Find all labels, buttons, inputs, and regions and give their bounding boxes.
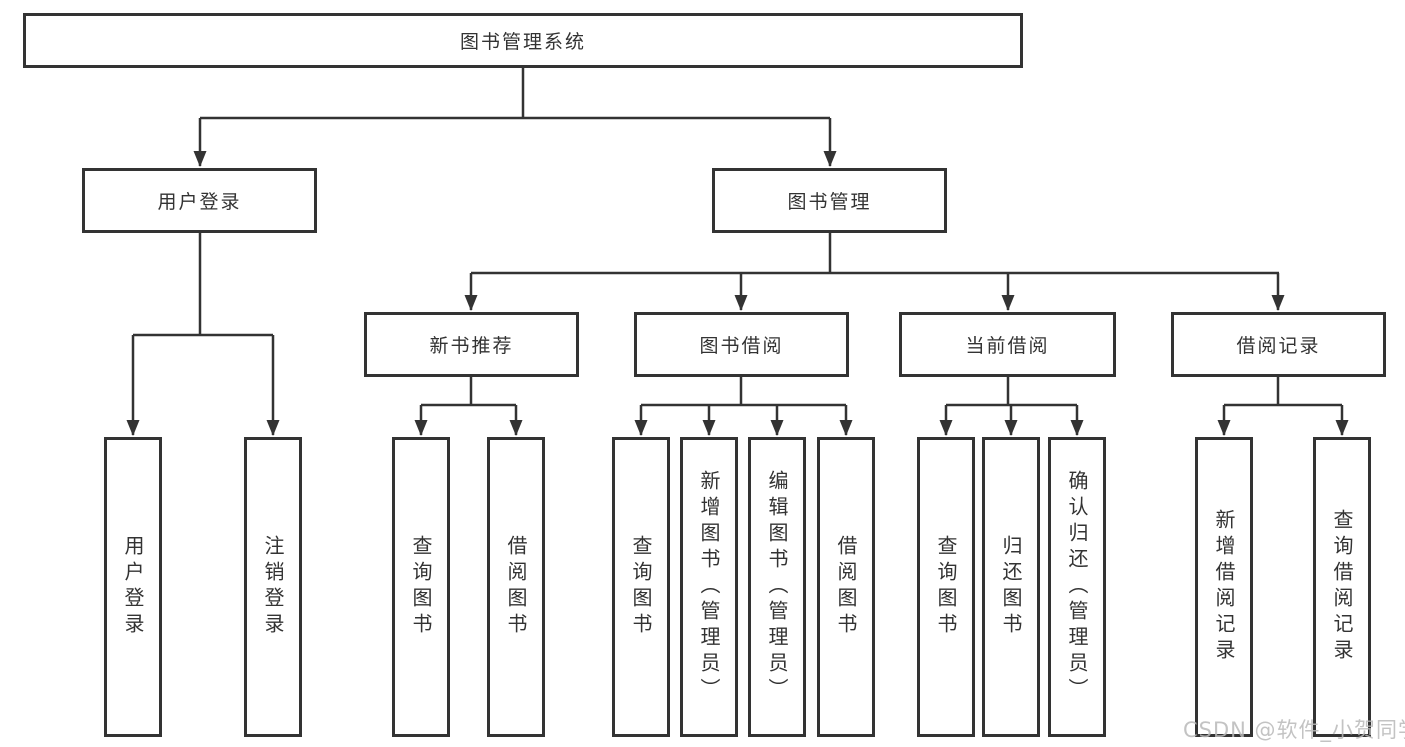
leaf-borrow-books-recommend-label: 借阅图书 [504,535,528,639]
node-current-borrow: 当前借阅 [899,312,1116,377]
leaf-borrow-books-borrow-label: 借阅图书 [834,535,858,639]
leaf-query-books-borrow-label: 查询图书 [629,535,653,639]
leaf-edit-books-admin: 编辑图书（管理员） [748,437,806,737]
arrow-lines [126,118,1349,436]
leaf-borrow-books-borrow: 借阅图书 [817,437,875,737]
leaf-user-login: 用户登录 [104,437,162,737]
leaf-user-login-label: 用户登录 [121,535,145,639]
node-system-root: 图书管理系统 [23,13,1023,68]
csdn-watermark: CSDN @软件_小贺同学 [1183,718,1405,742]
leaf-edit-books-admin-label: 编辑图书（管理员） [765,470,789,704]
leaf-logout-login-label: 注销登录 [261,535,285,639]
leaf-confirm-return-admin: 确认归还（管理员） [1048,437,1106,737]
branch-lines [133,68,1342,407]
node-borrow-records: 借阅记录 [1171,312,1386,377]
leaf-query-books-borrow: 查询图书 [612,437,670,737]
leaf-add-borrow-record-label: 新增借阅记录 [1212,509,1236,665]
leaf-borrow-books-recommend: 借阅图书 [487,437,545,737]
leaf-query-books-current: 查询图书 [917,437,975,737]
leaf-add-books-admin: 新增图书（管理员） [680,437,738,737]
leaf-return-books: 归还图书 [982,437,1040,737]
leaf-query-books-current-label: 查询图书 [934,535,958,639]
leaf-add-borrow-record: 新增借阅记录 [1195,437,1253,737]
leaf-return-books-label: 归还图书 [999,535,1023,639]
leaf-query-books-recommend-label: 查询图书 [409,535,433,639]
node-new-book-recommend: 新书推荐 [364,312,579,377]
node-book-borrow: 图书借阅 [634,312,849,377]
leaf-query-borrow-record-label: 查询借阅记录 [1330,509,1354,665]
node-book-management: 图书管理 [712,168,947,233]
leaf-logout-login: 注销登录 [244,437,302,737]
leaf-query-books-recommend: 查询图书 [392,437,450,737]
node-user-login: 用户登录 [82,168,317,233]
leaf-confirm-return-admin-label: 确认归还（管理员） [1065,470,1089,704]
leaf-add-books-admin-label: 新增图书（管理员） [697,470,721,704]
leaf-query-borrow-record: 查询借阅记录 [1313,437,1371,737]
